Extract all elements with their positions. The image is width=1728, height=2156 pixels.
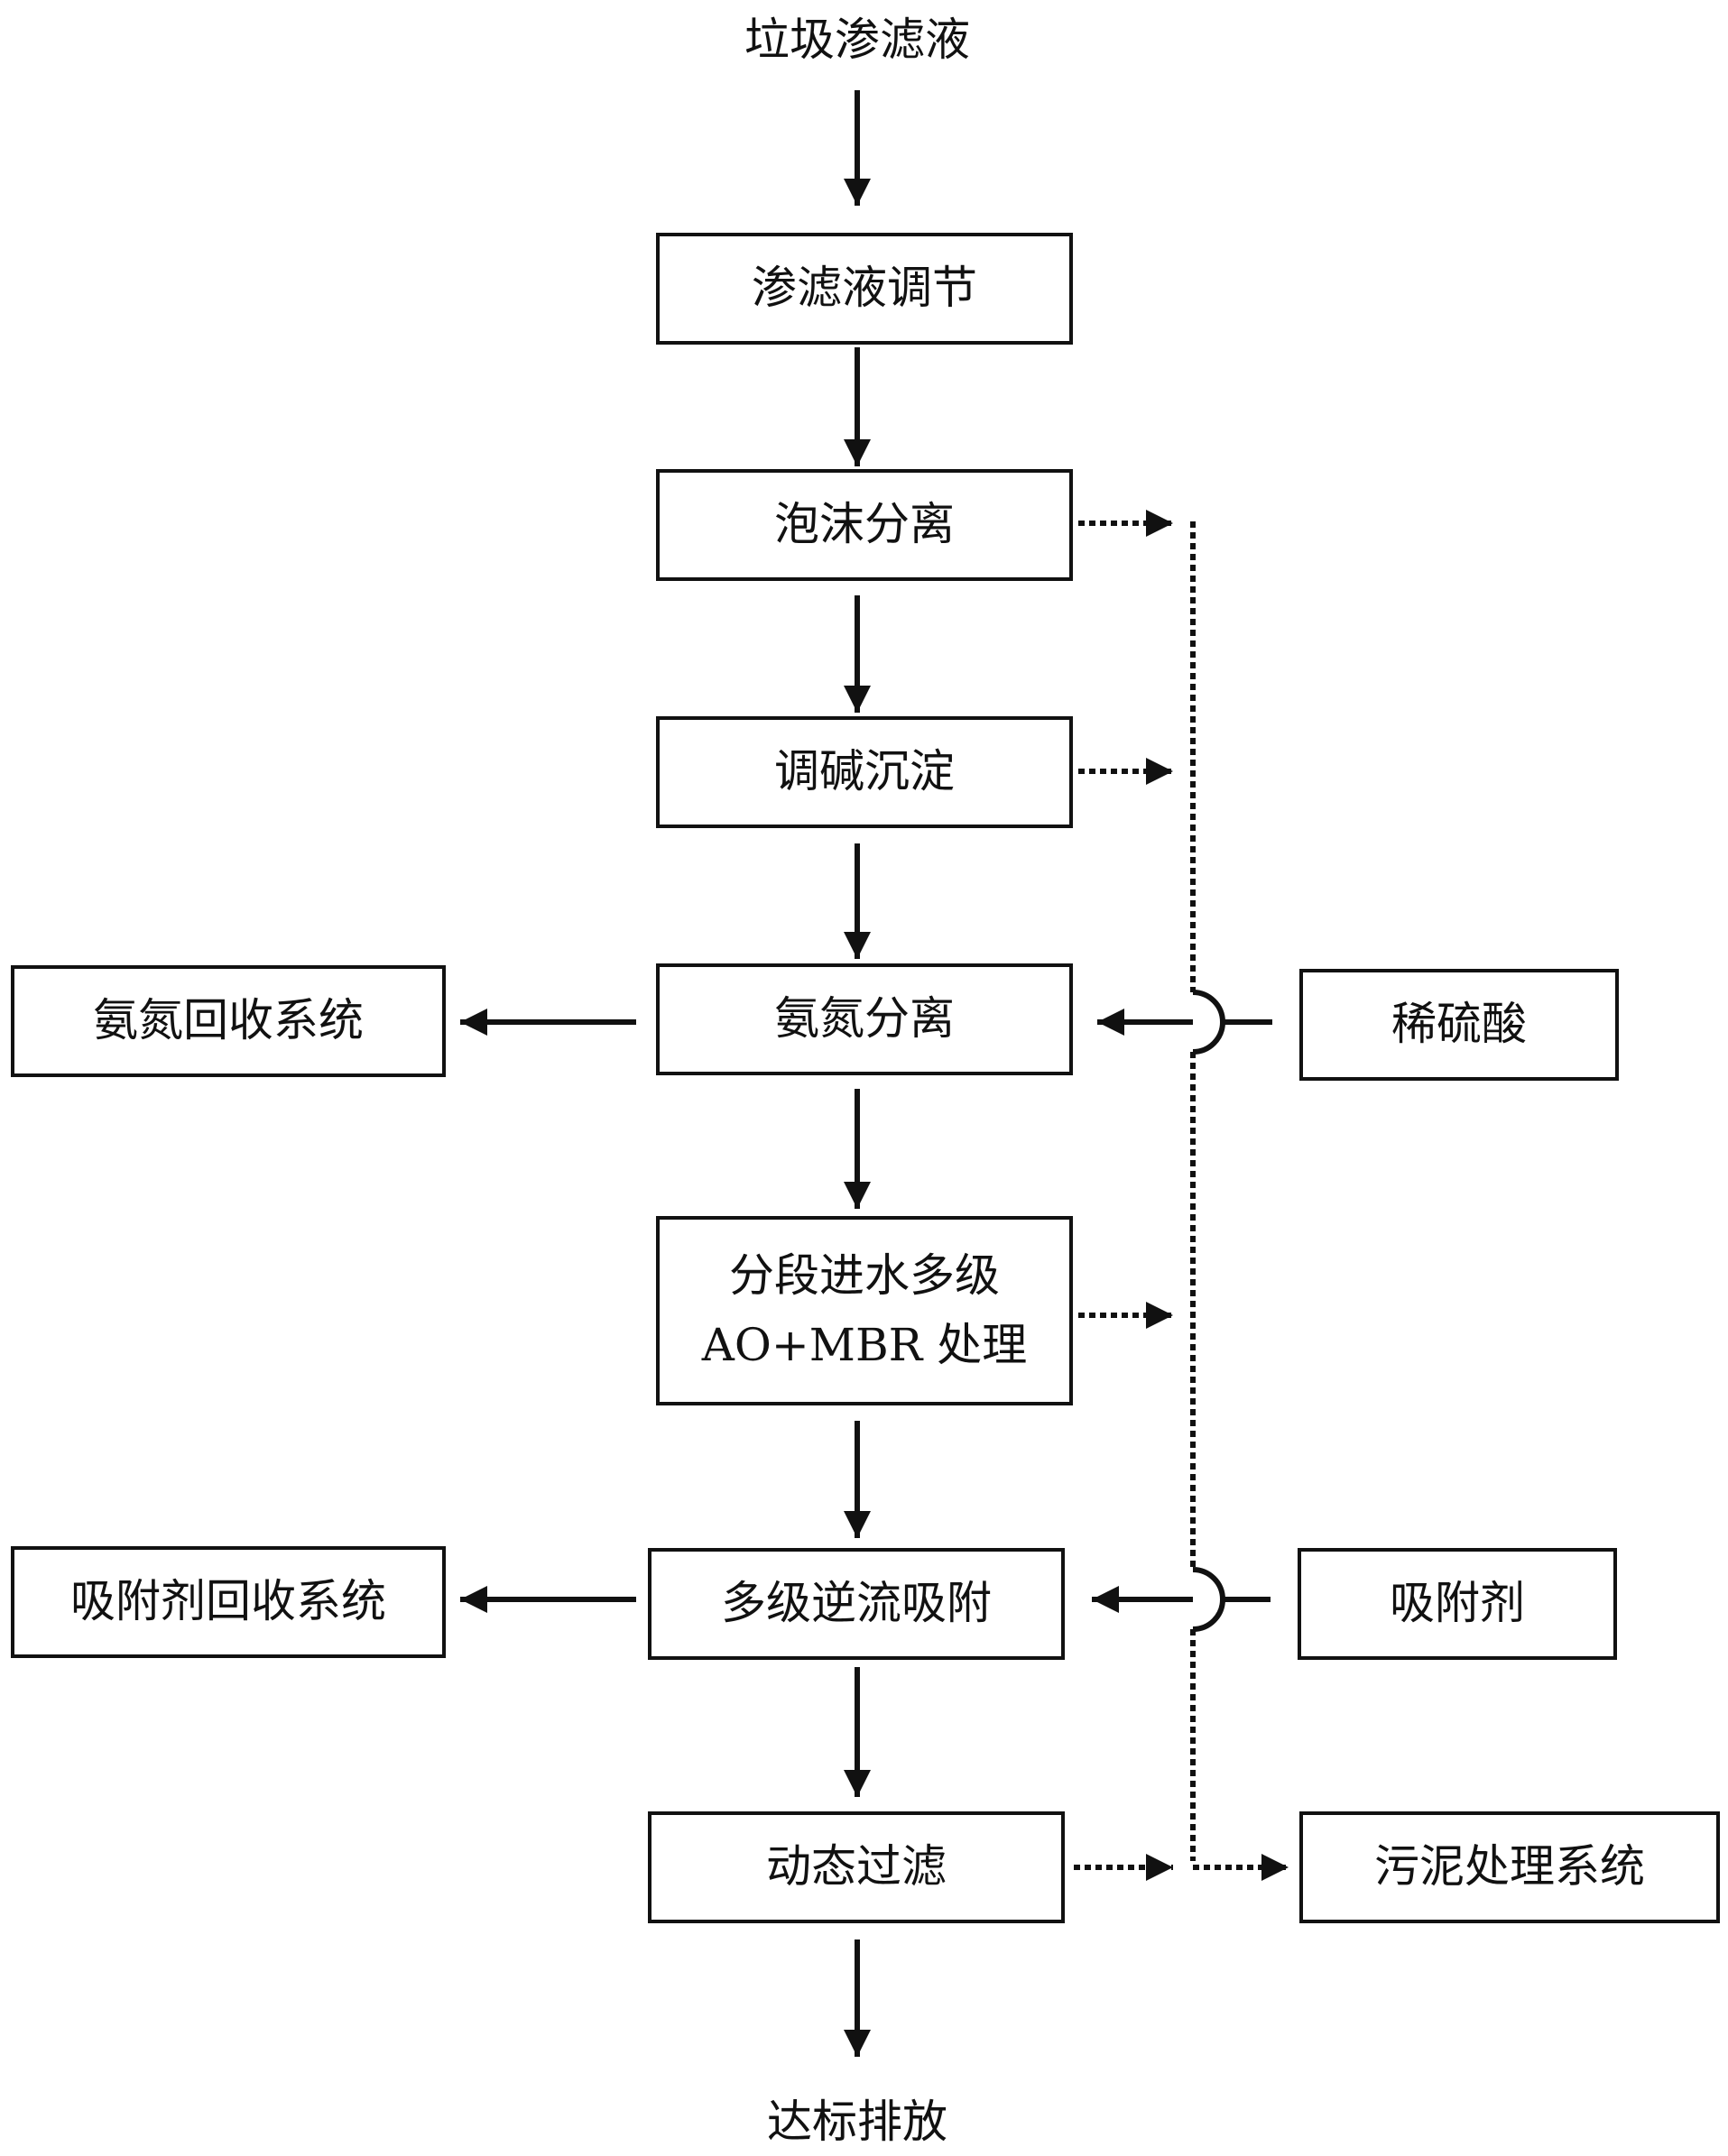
alkali-precipitation-box: 调碱沉淀 <box>656 716 1073 828</box>
arrow-acid-to-ammonia <box>1192 990 1272 1025</box>
adsorbent-recovery-box: 吸附剂回收系统 <box>11 1546 446 1658</box>
alkali-precipitation-label: 调碱沉淀 <box>774 745 955 798</box>
ao-mbr-label-line2: AO+MBR 处理 <box>701 1319 1028 1371</box>
leachate-regulation-box: 渗滤液调节 <box>656 233 1073 345</box>
dilute-sulfuric-acid-label: 稀硫酸 <box>1391 998 1527 1051</box>
leachate-regulation-label: 渗滤液调节 <box>752 262 977 315</box>
output-label: 达标排放 <box>767 2096 947 2148</box>
ammonia-recovery-box: 氨氮回收系统 <box>11 965 446 1077</box>
adsorbent-box: 吸附剂 <box>1298 1548 1617 1660</box>
foam-separation-label: 泡沫分离 <box>774 498 955 551</box>
dynamic-filtration-label: 动态过滤 <box>766 1840 947 1893</box>
sludge-treatment-label: 污泥处理系统 <box>1374 1840 1645 1893</box>
dilute-sulfuric-acid-box: 稀硫酸 <box>1299 969 1619 1081</box>
ao-mbr-label-line1: 分段进水多级 <box>729 1248 1000 1302</box>
foam-separation-box: 泡沫分离 <box>656 469 1073 581</box>
countercurrent-adsorption-box: 多级逆流吸附 <box>648 1548 1065 1660</box>
arrow-adsorbent-to-adsorption <box>1192 1567 1271 1602</box>
adsorbent-label: 吸附剂 <box>1390 1577 1525 1630</box>
ao-mbr-box: 分段进水多级 AO+MBR 处理 <box>656 1216 1073 1405</box>
input-label: 垃圾渗滤液 <box>744 14 970 66</box>
ammonia-recovery-label: 氨氮回收系统 <box>93 994 364 1047</box>
ammonia-separation-box: 氨氮分离 <box>656 963 1073 1075</box>
countercurrent-adsorption-label: 多级逆流吸附 <box>721 1577 992 1630</box>
adsorbent-recovery-label: 吸附剂回收系统 <box>70 1575 386 1628</box>
ammonia-separation-label: 氨氮分离 <box>774 992 955 1046</box>
sludge-treatment-box: 污泥处理系统 <box>1299 1811 1720 1923</box>
dynamic-filtration-box: 动态过滤 <box>648 1811 1065 1923</box>
